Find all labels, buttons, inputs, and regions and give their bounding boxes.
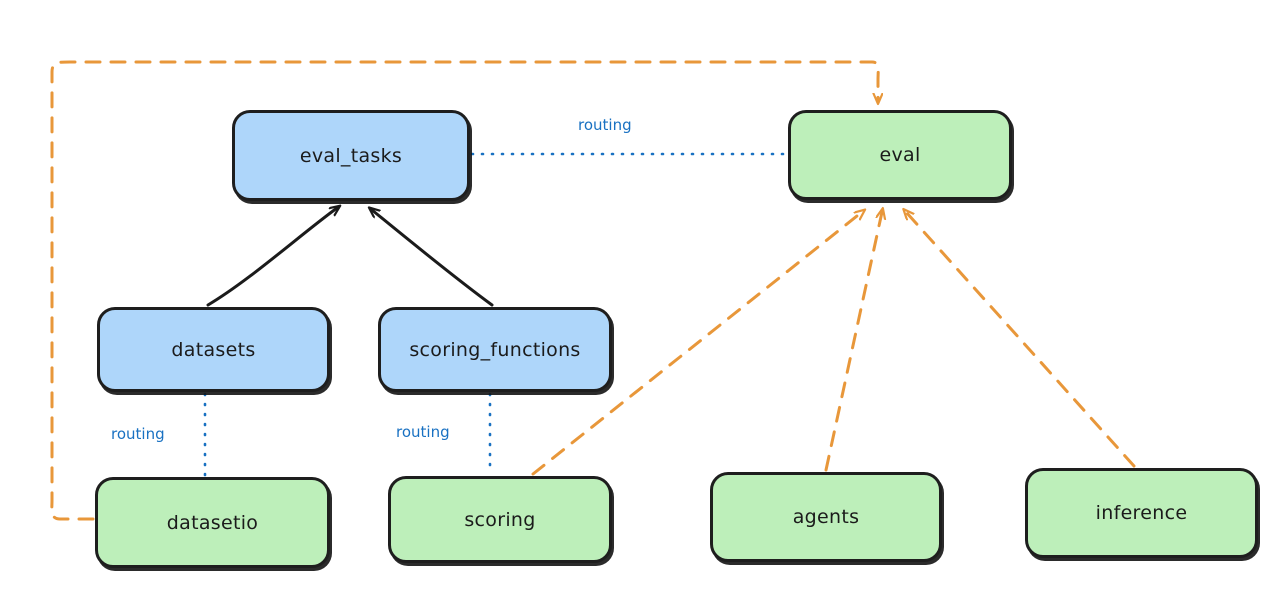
label-eval-tasks-routing: routing — [578, 116, 632, 134]
label-scoring-functions-routing: routing — [396, 423, 450, 441]
label-datasets-routing: routing — [111, 425, 165, 443]
node-label-inference: inference — [1095, 502, 1188, 524]
node-eval_tasks[interactable]: eval_tasks — [232, 110, 470, 201]
node-eval[interactable]: eval — [788, 110, 1012, 200]
node-label-eval_tasks: eval_tasks — [299, 144, 403, 167]
edge-datasets-to-eval-tasks — [206, 208, 337, 307]
node-scoring_functions[interactable]: scoring_functions — [378, 307, 612, 392]
node-label-agents: agents — [792, 506, 860, 528]
node-scoring[interactable]: scoring — [388, 476, 612, 563]
edge-inference-to-eval — [906, 212, 1136, 468]
node-datasetio[interactable]: datasetio — [95, 477, 330, 568]
node-label-scoring_functions: scoring_functions — [409, 338, 581, 361]
node-inference[interactable]: inference — [1025, 468, 1258, 558]
node-label-eval: eval — [879, 144, 921, 166]
node-datasets[interactable]: datasets — [97, 307, 330, 392]
edge-agents-to-eval — [824, 212, 882, 472]
node-label-datasets: datasets — [171, 338, 256, 361]
node-label-datasetio: datasetio — [166, 511, 259, 534]
node-label-scoring: scoring — [464, 508, 536, 531]
edge-scoring-to-eval — [531, 212, 862, 476]
edge-scoring-functions-to-eval-tasks — [372, 210, 494, 307]
node-agents[interactable]: agents — [710, 472, 942, 562]
